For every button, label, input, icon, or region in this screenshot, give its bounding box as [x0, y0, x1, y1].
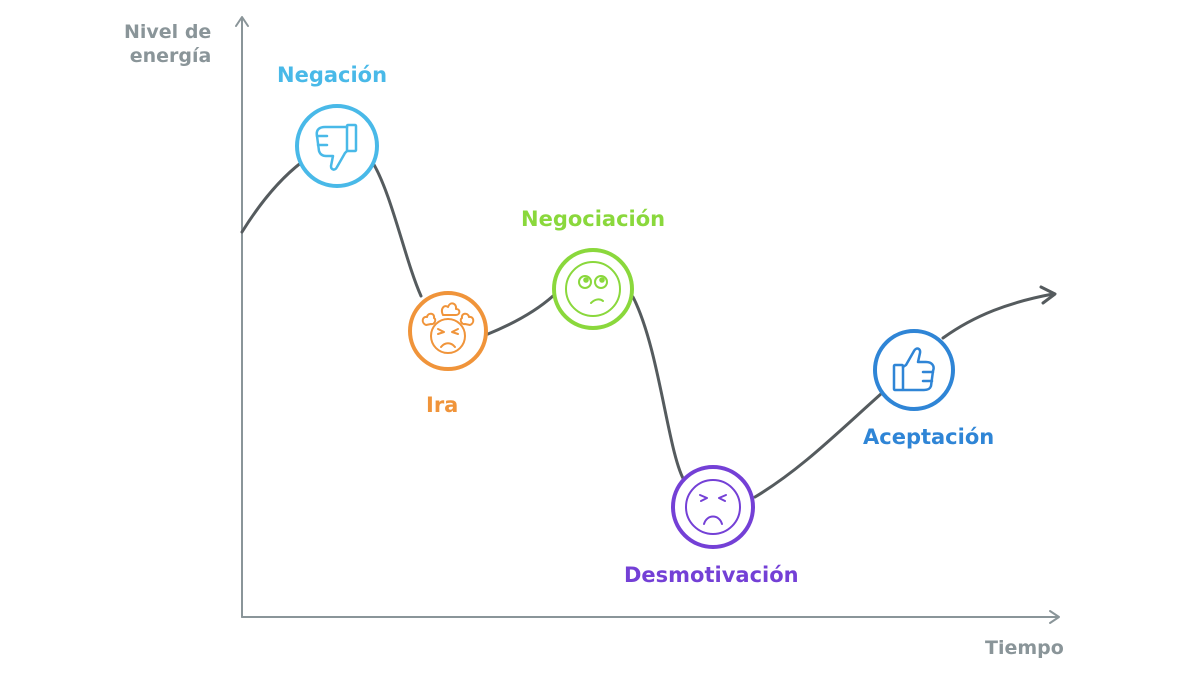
- y-axis-label-line1: Nivel de: [124, 21, 212, 43]
- stage-label-aceptacion: Aceptación: [863, 425, 995, 449]
- y-axis-label: Nivel de energía: [124, 20, 211, 68]
- stage-label-desmotivacion: Desmotivación: [624, 563, 799, 587]
- curve-segment-ira-negociacion: [486, 294, 555, 336]
- stage-ring: [873, 329, 955, 411]
- stage-label-ira: Ira: [426, 393, 459, 417]
- stage-node-ira: [408, 291, 488, 371]
- stage-ring: [408, 291, 488, 371]
- curve-segment-negociacion-desmotivacion: [631, 295, 687, 484]
- angry-face-icon: [421, 302, 475, 354]
- x-axis-label: Tiempo: [985, 637, 1064, 659]
- curve-segment-negacion-ira: [371, 161, 423, 298]
- stage-node-aceptacion: [873, 329, 955, 411]
- stage-node-negacion: [295, 104, 379, 188]
- y-axis-label-line2: energía: [129, 45, 212, 67]
- thumbs-up-icon: [892, 347, 935, 392]
- stage-node-desmotivacion: [671, 465, 755, 549]
- x-axis-arrowhead: [1049, 610, 1060, 624]
- stage-node-negociacion: [552, 248, 634, 330]
- stage-ring: [671, 465, 755, 549]
- stage-label-negacion: Negación: [277, 63, 388, 87]
- y-axis-arrowhead: [235, 16, 249, 27]
- energy-curve: [240, 160, 1057, 499]
- stage-label-negociacion: Negociación: [521, 207, 666, 231]
- curve-segment-desmotivacion-aceptacion: [753, 391, 884, 499]
- thumbs-down-icon: [315, 123, 358, 171]
- thinking-face-icon: [565, 261, 621, 317]
- curve-arrowhead: [1039, 285, 1057, 305]
- stage-ring: [295, 104, 379, 188]
- curve-segment-end: [941, 292, 1055, 340]
- axes: [235, 16, 1060, 624]
- curve-segment-start: [240, 160, 304, 234]
- worried-face-icon: [685, 479, 741, 535]
